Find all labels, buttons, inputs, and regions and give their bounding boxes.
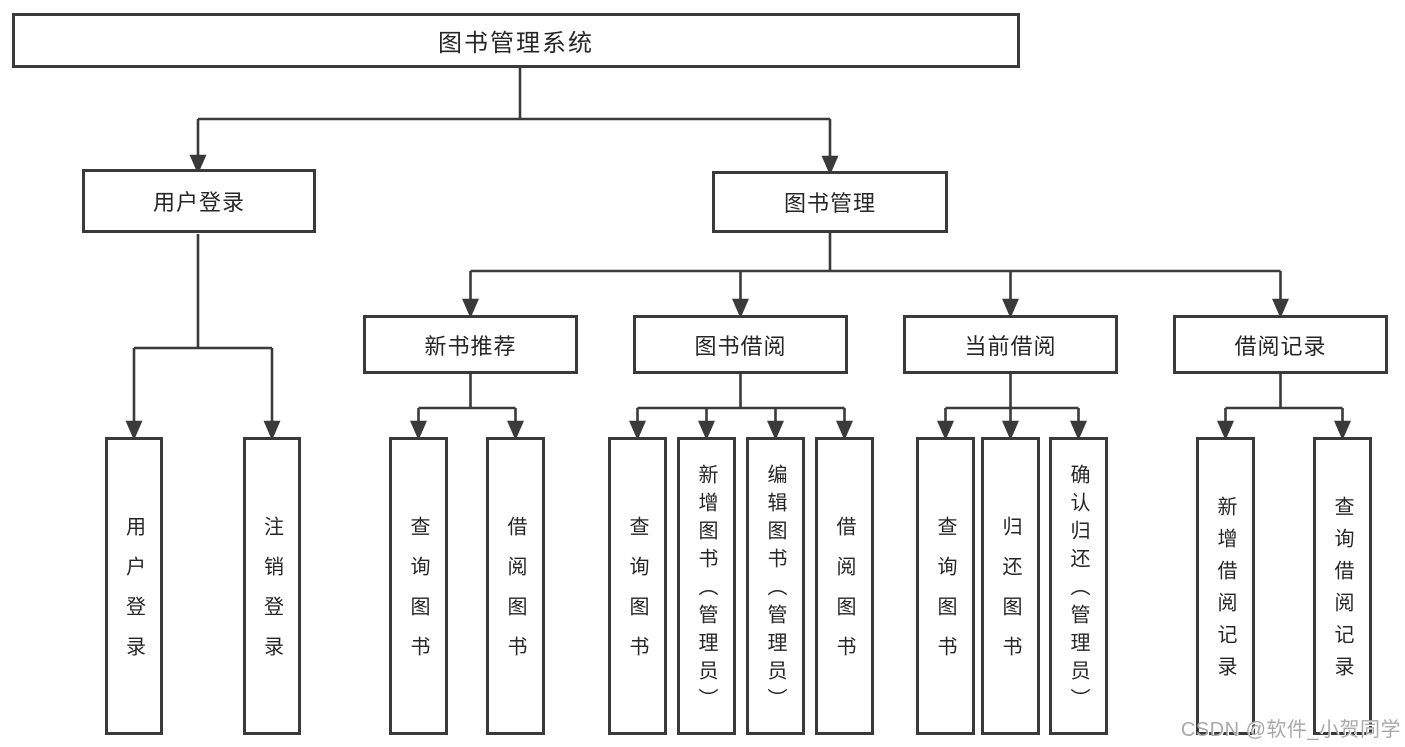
- leaf-confirm-return-admin: 确认归还（管理员）: [1049, 437, 1108, 735]
- leaf-recommend-query-books: 查询图书: [389, 437, 448, 735]
- leaf-user-login: 用户登录: [105, 437, 163, 735]
- leaf-edit-books-admin: 编辑图书（管理员）: [746, 437, 805, 735]
- connector-root-to-level2: [189, 68, 839, 176]
- node-root: 图书管理系统: [12, 13, 1020, 68]
- connector-borrowing-records-branch: [1217, 374, 1351, 441]
- node-book-management: 图书管理: [712, 171, 948, 233]
- connector-book-borrowing-branch: [629, 374, 853, 441]
- node-current-borrowing: 当前借阅: [903, 315, 1118, 374]
- node-new-book-recommend: 新书推荐: [363, 315, 578, 374]
- leaf-recommend-borrow-books: 借阅图书: [486, 437, 545, 735]
- leaf-query-borrow-record: 查询借阅记录: [1313, 437, 1372, 735]
- leaf-add-borrow-record: 新增借阅记录: [1196, 437, 1255, 735]
- connector-new-book-recommend-branch: [410, 374, 524, 441]
- connector-current-borrowing-branch: [937, 374, 1087, 441]
- node-user-login: 用户登录: [82, 169, 316, 233]
- leaf-add-books-admin: 新增图书（管理员）: [677, 437, 736, 735]
- node-book-borrowing: 图书借阅: [633, 315, 848, 374]
- connector-user-login-branch: [125, 234, 281, 441]
- leaf-current-query-books: 查询图书: [916, 437, 975, 735]
- watermark: CSDN @软件_小贺同学: [1180, 719, 1401, 741]
- connector-book-management-branch: [462, 233, 1289, 319]
- leaf-return-books: 归还图书: [981, 437, 1040, 735]
- node-borrowing-records: 借阅记录: [1173, 315, 1388, 374]
- leaf-logout: 注销登录: [243, 437, 301, 735]
- leaf-borrowing-borrow-books: 借阅图书: [815, 437, 874, 735]
- leaf-borrowing-query-books: 查询图书: [608, 437, 667, 735]
